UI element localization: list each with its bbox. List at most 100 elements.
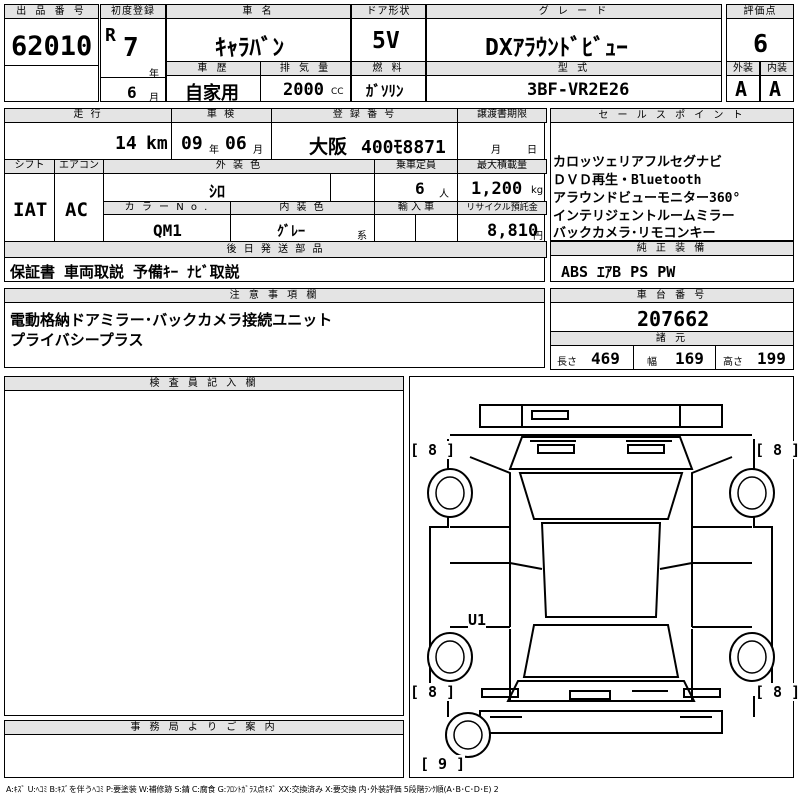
sales-points-label: セ ー ル ス ポ イ ン ト <box>551 109 793 123</box>
history: 自家用 <box>185 83 239 104</box>
color-number: QM1 <box>153 221 182 240</box>
later-parts-label: 後 日 発 送 部 品 <box>4 241 547 258</box>
genuine-equipment-label: 純 正 装 備 <box>551 242 793 256</box>
tire-front-right-score: [ 8 ] <box>755 441 800 459</box>
inspection-label: 車 検 <box>171 108 272 123</box>
tire-rear-left-score: [ 8 ] <box>410 683 456 701</box>
legend: A:ｷｽﾞ U:ﾍｺﾐ B:ｷｽﾞを伴うﾍｺﾐ P:要塗装 W:補修跡 S:錆 … <box>6 785 499 794</box>
shift-label: シフト <box>4 159 55 174</box>
registration-number: 400ﾓ8871 <box>361 137 446 158</box>
mileage-label: 走 行 <box>4 108 172 123</box>
year: 7 <box>123 33 139 63</box>
genuine-equipment: ABS ｴｱB PS PW <box>561 263 676 281</box>
exterior-color: ｼﾛ <box>209 182 226 201</box>
sales-point-3: アラウンドビューモニター360° <box>553 191 741 206</box>
inspection-year: 09 <box>181 133 203 154</box>
registration-number-label: 登 録 番 号 <box>271 108 458 123</box>
grade-box: グ レ ー ド DXｱﾗｳﾝﾄﾞﾋﾞｭｰ <box>426 4 722 62</box>
ac-label: エアコン <box>54 159 104 174</box>
delivery-day-unit: 日 <box>527 145 537 156</box>
air-conditioner: AC <box>65 199 88 221</box>
grade: DXｱﾗｳﾝﾄﾞﾋﾞｭｰ <box>485 35 628 61</box>
later-parts: 保証書 車両取説 予備ｷｰ ﾅﾋﾞ取説 <box>10 263 240 281</box>
length: 469 <box>591 349 620 368</box>
first-registration-label: 初度登録 <box>101 5 165 19</box>
fuel-label: 燃 料 <box>352 62 425 76</box>
era: R <box>105 25 116 46</box>
fuel: ｶﾞｿﾘﾝ <box>366 82 404 100</box>
car-name-label: 車 名 <box>167 5 350 19</box>
notes-box: 注 意 事 項 欄 電動格納ドアミラー･バックカメラ接続ユニット プライバシープ… <box>4 288 545 368</box>
inspector-notes-box: 検 査 員 記 入 欄 <box>4 376 404 716</box>
model: 3BF-VR2E26 <box>527 80 630 100</box>
chassis-box: 車 台 番 号 207662 諸 元 長さ 469 幅 169 高さ 199 <box>550 288 794 370</box>
max-load-unit: kg <box>531 185 544 196</box>
width: 169 <box>675 349 704 368</box>
car-name: ｷｬﾗﾊﾞﾝ <box>215 35 284 61</box>
recycle-fee-label: リサイクル預託金 <box>457 201 547 215</box>
interior-color-suffix: 系 <box>357 231 367 242</box>
displacement-label: 排 気 量 <box>261 62 350 76</box>
vehicle-info-grid: 走 行 車 検 登 録 番 号 譲渡書期限 14 km 09 年 06 月 大阪… <box>4 108 547 258</box>
notes-line-1: 電動格納ドアミラー･バックカメラ接続ユニット <box>10 311 333 329</box>
exterior-label: 外装 <box>727 62 759 76</box>
displacement-box: 排 気 量 2000 CC <box>260 61 351 102</box>
model-box: 型 式 3BF-VR2E26 <box>426 61 722 102</box>
lot-number-box: 出 品 番 号 62010 <box>4 4 99 102</box>
sales-points-box: セ ー ル ス ポ イ ン ト カロッツェリアフルセグナビ ＤＶＤ再生・Blue… <box>550 108 794 241</box>
chassis-number-label: 車 台 番 号 <box>551 289 793 303</box>
sales-point-1: カロッツェリアフルセグナビ <box>553 155 723 170</box>
car-name-box: 車 名 ｷｬﾗﾊﾞﾝ <box>166 4 351 62</box>
office-notes-box: 事 務 局 よ り ご 案 内 <box>4 720 404 778</box>
score: 6 <box>753 29 769 58</box>
color-number-label: カ ラ ー N o . <box>103 201 231 215</box>
mileage: 14 <box>115 133 137 154</box>
grade-label: グ レ ー ド <box>427 5 721 19</box>
notes-line-2: プライバシープラス <box>10 331 144 349</box>
length-label: 長さ <box>557 357 577 368</box>
width-label: 幅 <box>647 357 657 368</box>
delivery-deadline-label: 譲渡書期限 <box>457 108 547 123</box>
score-box: 評価点 6 <box>726 4 794 62</box>
displacement: 2000 <box>283 80 324 100</box>
office-notes-label: 事 務 局 よ り ご 案 内 <box>5 721 403 735</box>
exterior-color-label: 外 装 色 <box>103 159 375 174</box>
interior-box: 内装 A <box>760 61 794 102</box>
lot-number-label: 出 品 番 号 <box>5 5 98 19</box>
capacity: 6 <box>415 179 425 198</box>
inspection-month: 06 <box>225 133 247 154</box>
lot-number: 62010 <box>11 31 93 62</box>
displacement-unit: CC <box>331 87 344 97</box>
door-type: 5V <box>372 28 400 54</box>
tire-front-left-score: [ 8 ] <box>410 441 456 459</box>
registration-area: 大阪 <box>309 136 348 158</box>
sales-point-4: インテリジェントルームミラー <box>553 209 735 224</box>
damage-mark-u1: U1 <box>468 611 487 629</box>
exterior-box: 外装 A <box>726 61 760 102</box>
door-type-label: ドア形状 <box>352 5 425 19</box>
history-box: 車 歴 自家用 <box>166 61 261 104</box>
month-unit: 月 <box>149 93 159 104</box>
max-load: 1,200 <box>471 179 523 199</box>
car-outline-diagram <box>427 404 775 758</box>
year-unit: 年 <box>149 69 159 80</box>
tire-rear-right-score: [ 8 ] <box>755 683 800 701</box>
inspection-year-unit: 年 <box>209 145 219 156</box>
interior-color: ｸﾞﾚｰ <box>277 224 305 240</box>
model-label: 型 式 <box>427 62 721 76</box>
max-load-label: 最大積載量 <box>457 159 547 174</box>
specs-label: 諸 元 <box>551 331 793 346</box>
shift: IAT <box>13 199 48 221</box>
damage-diagram: [ 8 ] [ 8 ] [ 8 ] [ 8 ] [ 9 ] U1 <box>409 376 800 778</box>
inspection-month-unit: 月 <box>253 145 263 156</box>
notes-label: 注 意 事 項 欄 <box>5 289 544 303</box>
exterior-score: A <box>735 77 748 101</box>
height-label: 高さ <box>723 357 743 368</box>
chassis-number: 207662 <box>637 307 710 331</box>
mileage-unit: km <box>146 133 168 154</box>
import-label: 輸 入 車 <box>374 201 458 215</box>
interior-label: 内装 <box>761 62 793 76</box>
capacity-label: 乗車定員 <box>374 159 458 174</box>
delivery-month-unit: 月 <box>491 145 501 156</box>
inspector-notes-label: 検 査 員 記 入 欄 <box>5 377 403 391</box>
